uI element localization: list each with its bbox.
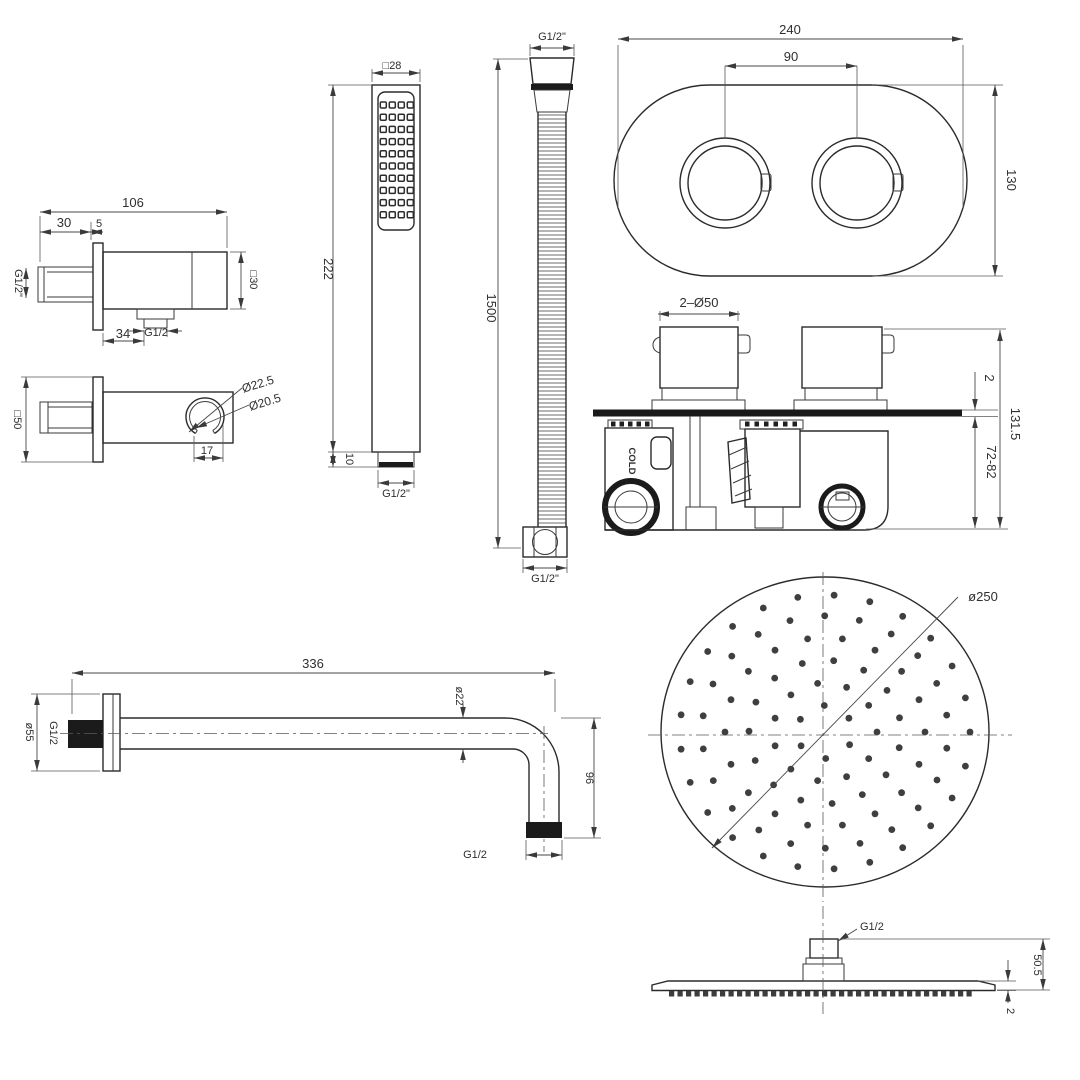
arm-outlet-thread xyxy=(526,822,562,838)
shower-head-top-view: ø250 xyxy=(648,572,1012,902)
dim-handset-length: 222 xyxy=(321,258,336,280)
dim-elbow-length: 106 xyxy=(122,195,144,210)
head-plate-section xyxy=(651,980,996,992)
right-handle xyxy=(811,137,903,229)
valve-body-mid-block xyxy=(744,428,801,508)
left-handle xyxy=(679,137,771,229)
wall-outlet-elbow-view: 106 30 5 G1/2" □30 34 G1/2 xyxy=(12,195,259,346)
valve-left-knob xyxy=(659,326,739,389)
dim-elbow-flange: 5 xyxy=(96,218,102,230)
dim-arm-outlet-thread: G1/2 xyxy=(463,849,487,861)
dim-holder-inner-dia: Ø20.5 xyxy=(247,391,283,414)
dim-arm-pipe-dia: ø22 xyxy=(453,687,465,706)
shower-head-side-view: G1/2 50.5 2 xyxy=(651,906,1050,1014)
hose-nut xyxy=(522,526,568,558)
dim-handset-square: □28 xyxy=(383,60,402,72)
dim-elbow-offset: 34 xyxy=(116,326,130,341)
head-nozzle-dots xyxy=(677,591,974,873)
cold-port-label: COLD xyxy=(626,448,637,475)
dim-head-thickness: 2 xyxy=(1004,1008,1016,1014)
valve-body-left-block xyxy=(604,427,674,531)
arm-flange xyxy=(102,693,121,772)
dim-handset-thread: G1/2" xyxy=(382,488,410,500)
dim-arm-length: 336 xyxy=(302,656,324,671)
shower-arm-view: 336 ø55 G1/2 ø22 96 G1/2 xyxy=(23,656,601,861)
crossover-pipe xyxy=(727,437,751,504)
holder-ring-outer xyxy=(185,397,225,435)
dim-total-depth: 131.5 xyxy=(1008,408,1023,441)
head-inlet-nipple xyxy=(809,938,839,959)
dim-hose-top-thread: G1/2" xyxy=(538,31,566,43)
valve-body-view: COLD 2–Ø50 2 72-82 131.5 xyxy=(593,295,1023,536)
dim-arm-flange-dia: ø55 xyxy=(23,723,35,742)
valve-faceplate-view: 240 90 130 xyxy=(613,22,1019,277)
hand-shower-view: □28 222 10 G1/2" xyxy=(321,60,421,500)
dim-arm-drop: 96 xyxy=(583,772,595,784)
dim-head-dia: ø250 xyxy=(968,589,998,604)
holder-flange xyxy=(92,376,104,463)
valve-right-knob xyxy=(801,326,883,389)
valve-ribs xyxy=(611,421,797,427)
dim-elbow-inlet: 30 xyxy=(57,215,71,230)
arm-wall-thread xyxy=(68,720,103,748)
dim-handle-spacing: 90 xyxy=(784,49,798,64)
elbow-body xyxy=(102,251,228,310)
shower-hose-view: G1/2" 1500 G1/2" xyxy=(484,31,575,585)
hose-top-fitting xyxy=(529,57,575,85)
handset-spray-face xyxy=(377,91,415,231)
dim-arm-wall-thread: G1/2 xyxy=(47,721,59,745)
dim-plate-height: 130 xyxy=(1004,169,1019,191)
valve-body-right-block xyxy=(605,430,889,531)
head-nozzle-teeth xyxy=(669,991,972,997)
dim-holder-square: □50 xyxy=(11,411,23,430)
hose-ribs xyxy=(538,114,566,524)
valve-cartridge xyxy=(650,436,672,470)
dim-hose-bottom-thread: G1/2" xyxy=(531,573,559,585)
faceplate-outline xyxy=(613,84,968,277)
dim-head-thread: G1/2 xyxy=(860,921,884,933)
elbow-outlet xyxy=(136,308,175,320)
dim-wall-thickness: 2 xyxy=(982,374,997,381)
dim-elbow-inlet-thread: G1/2" xyxy=(12,269,24,297)
handset-nozzles xyxy=(379,101,415,219)
dim-plate-width: 240 xyxy=(779,22,801,37)
holder-ring-inner xyxy=(189,401,222,431)
dim-hose-length: 1500 xyxy=(484,294,499,323)
elbow-flange xyxy=(92,242,104,331)
handset-holder-view: 17 Ø22.5 Ø20.5 □50 xyxy=(11,373,283,463)
dim-holder-slot: 17 xyxy=(201,445,213,457)
dim-elbow-square: □30 xyxy=(247,271,259,290)
head-outline xyxy=(660,576,990,888)
dim-elbow-outlet-thread: G1/2 xyxy=(144,327,168,339)
holder-body xyxy=(102,391,234,444)
dim-handle-dia: 2–Ø50 xyxy=(679,295,718,310)
dim-head-connector-height: 50.5 xyxy=(1031,954,1043,975)
dim-mounting-depth: 72-82 xyxy=(984,445,999,478)
dim-handset-connector: 10 xyxy=(343,453,355,465)
